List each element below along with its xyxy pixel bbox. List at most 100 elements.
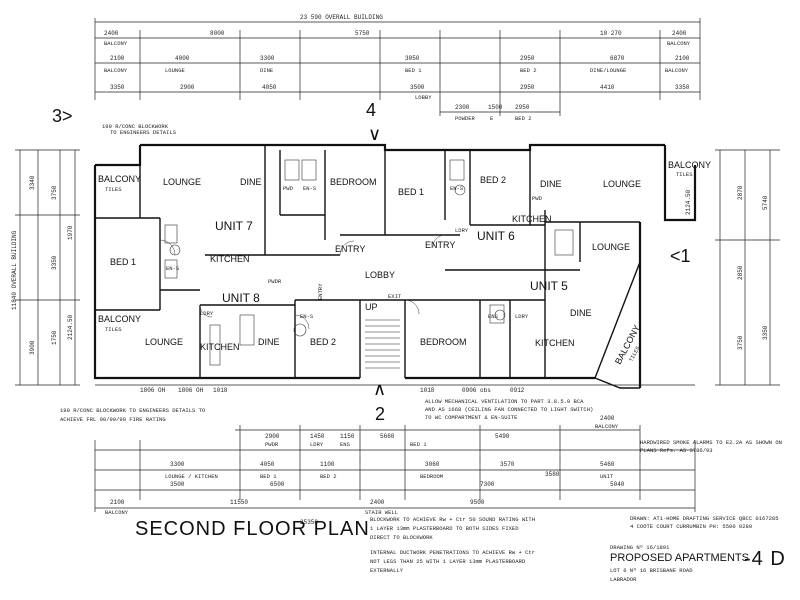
room-label: DINE [258, 337, 280, 347]
block-note: 1 LAYER 13mm PLASTERBOARD TO BOTH SIDES … [370, 525, 519, 532]
room-labels: BALCONY TILES LOUNGE DINE KITCHEN BED 1 … [98, 160, 711, 366]
bottom-dim-label: BED 2 [320, 473, 337, 480]
top-ticks [94, 18, 701, 116]
suburb: LABRADOR [610, 576, 637, 583]
room-label: EN-S [303, 185, 317, 192]
room-label: LDRY [455, 227, 469, 234]
room-label: KITCHEN [535, 338, 575, 348]
drawn-note: DRAWN: AT1-HOME DRAFTING SERVICE QBCC 01… [630, 515, 779, 522]
block-note: DIRECT TO BLOCKWORK [370, 534, 433, 541]
top-dim: 2400 [104, 30, 119, 37]
room-label: ENTRY [335, 244, 365, 254]
top-dim: 5750 [355, 30, 370, 37]
room-label: LOUNGE [163, 177, 201, 187]
bottom-dim: 3300 [170, 461, 185, 468]
smoke-note: HARDWIRED SMOKE ALARMS TO E2.2A AS SHOWN… [640, 439, 782, 446]
bottom-dim-label: BED 1 [260, 473, 277, 480]
bottom-dim: 1150 [340, 433, 355, 440]
bottom-tick-labels: 1806 OH 1806 OH 1018 0906 obs 0912 1018 [140, 387, 525, 394]
room-label-sub: TILES [676, 171, 693, 178]
room-label: EN-S [450, 185, 464, 192]
top-dim-label: E [490, 115, 494, 122]
side-dim: 5740 [762, 195, 769, 210]
note-line: TO ENGINEERS DETAILS [110, 129, 177, 136]
room-label: ENTRY [425, 240, 455, 250]
title-block: DRAWING Nº 16/1891 PROPOSED APARTMENTS -… [610, 544, 786, 583]
section-arrow-2: ∧ [373, 379, 386, 399]
room-label: DINE [570, 308, 592, 318]
bottom-dim: 3500 [170, 481, 185, 488]
room-label: LDRY [515, 313, 529, 320]
side-dim: 2850 [737, 265, 744, 280]
side-dim: 3350 [51, 255, 58, 270]
room-label: BALCONY [98, 314, 141, 324]
bottom-dim: 3580 [545, 471, 560, 478]
top-dim-label: BED 2 [520, 67, 537, 74]
side-dim: 3750 [51, 185, 58, 200]
notes: 190 R/CONC BLOCKWORK TO ENGINEERS DETAIL… [60, 398, 782, 574]
top-dim-row3: 3350 2900 4050 3500 2950 4410 3350 LOBBY [110, 84, 690, 101]
bottom-dim: 5460 [600, 461, 615, 468]
top-dim-row4: 2300 1500 2950 POWDER E BED 2 [455, 104, 532, 122]
unit-label: UNIT 8 [222, 291, 260, 305]
top-dim-label: LOBBY [415, 94, 432, 101]
room-label: ENTRY [317, 283, 324, 300]
top-dim: 2400 [672, 30, 687, 37]
top-dim-row2: 2100 4000 3300 3050 2950 6870 2100 BALCO… [104, 55, 690, 74]
bottom-dim: 11550 [230, 499, 248, 506]
room-label: UP [365, 302, 378, 312]
sheet-number: -4 D [744, 548, 786, 570]
side-dim: 2124.50 [685, 189, 692, 215]
lot-address: LOT 6 Nº 16 BRISBANE ROAD [610, 567, 693, 574]
bottom-dim-label: PWDR [265, 441, 279, 448]
bottom-dim: 4050 [260, 461, 275, 468]
side-dim: 2870 [737, 185, 744, 200]
stairwell [365, 319, 400, 369]
bottom-dim: 3570 [500, 461, 515, 468]
room-label: EXIT [388, 293, 402, 300]
room-label: BALCONY [98, 174, 141, 184]
bottom-dim: 1450 [310, 433, 325, 440]
room-label: BEDROOM [420, 337, 467, 347]
top-dim-label: BALCONY [665, 67, 689, 74]
room-label: BED 2 [480, 175, 506, 185]
room-label: BALCONY [668, 160, 711, 170]
block-note: BLOCKWORK TO ACHIEVE Rw + Ctr 50 SOUND R… [370, 516, 535, 523]
top-dim-label: BALCONY [104, 40, 128, 47]
room-label: LOUNGE [145, 337, 183, 347]
top-dim: 4410 [600, 84, 615, 91]
overall-bottom-dim: 25350 [300, 519, 318, 526]
duct-note: INTERNAL DUCTWORK PENETRATIONS TO ACHIEV… [370, 549, 535, 556]
section-marker-4: 4 [366, 100, 376, 120]
smoke-note: PLANS Refs. AS 3786/93 [640, 447, 713, 454]
top-dim: 3350 [110, 84, 125, 91]
room-label: EN-S [166, 265, 180, 272]
unit-label: UNIT 5 [530, 279, 568, 293]
top-dim: 4050 [262, 84, 277, 91]
side-dim: 3900 [29, 340, 36, 355]
room-label: DINE [540, 179, 562, 189]
top-dim-label: POWDER [455, 115, 476, 122]
top-dim: 3500 [410, 84, 425, 91]
top-dim-label: LOUNGE [165, 67, 186, 74]
bottom-dim: 6500 [270, 481, 285, 488]
tick-label: 1018 [420, 387, 435, 394]
drawing-number: DRAWING Nº 16/1891 [610, 544, 670, 551]
top-dim-label: BED 1 [405, 67, 422, 74]
bottom-dim: 3060 [425, 461, 440, 468]
room-label: KITCHEN [200, 342, 240, 352]
internal-walls [95, 145, 640, 378]
side-dimension-strings [15, 149, 780, 386]
top-dim: 3300 [260, 55, 275, 62]
top-dim-row1: 2400 8000 5750 10 270 2400 BALCONY BALCO… [104, 30, 691, 47]
tick-label: 0912 [510, 387, 525, 394]
side-dim: 1970 [67, 225, 74, 240]
bottom-dim-row4: 2100 11550 2400 9500 BALCONY STAIR WELL [105, 499, 485, 516]
section-arrow-4: ∨ [368, 124, 381, 144]
top-left-note: 190 R/CONC BLOCKWORK TO ENGINEERS DETAIL… [102, 123, 177, 136]
top-dim: 1500 [488, 104, 503, 111]
room-label: PWD [283, 185, 294, 192]
top-dim: 2100 [110, 55, 125, 62]
angled-balcony [594, 261, 641, 389]
vent-note: TO WC COMPARTMENT & EN-SUITE [425, 414, 518, 421]
